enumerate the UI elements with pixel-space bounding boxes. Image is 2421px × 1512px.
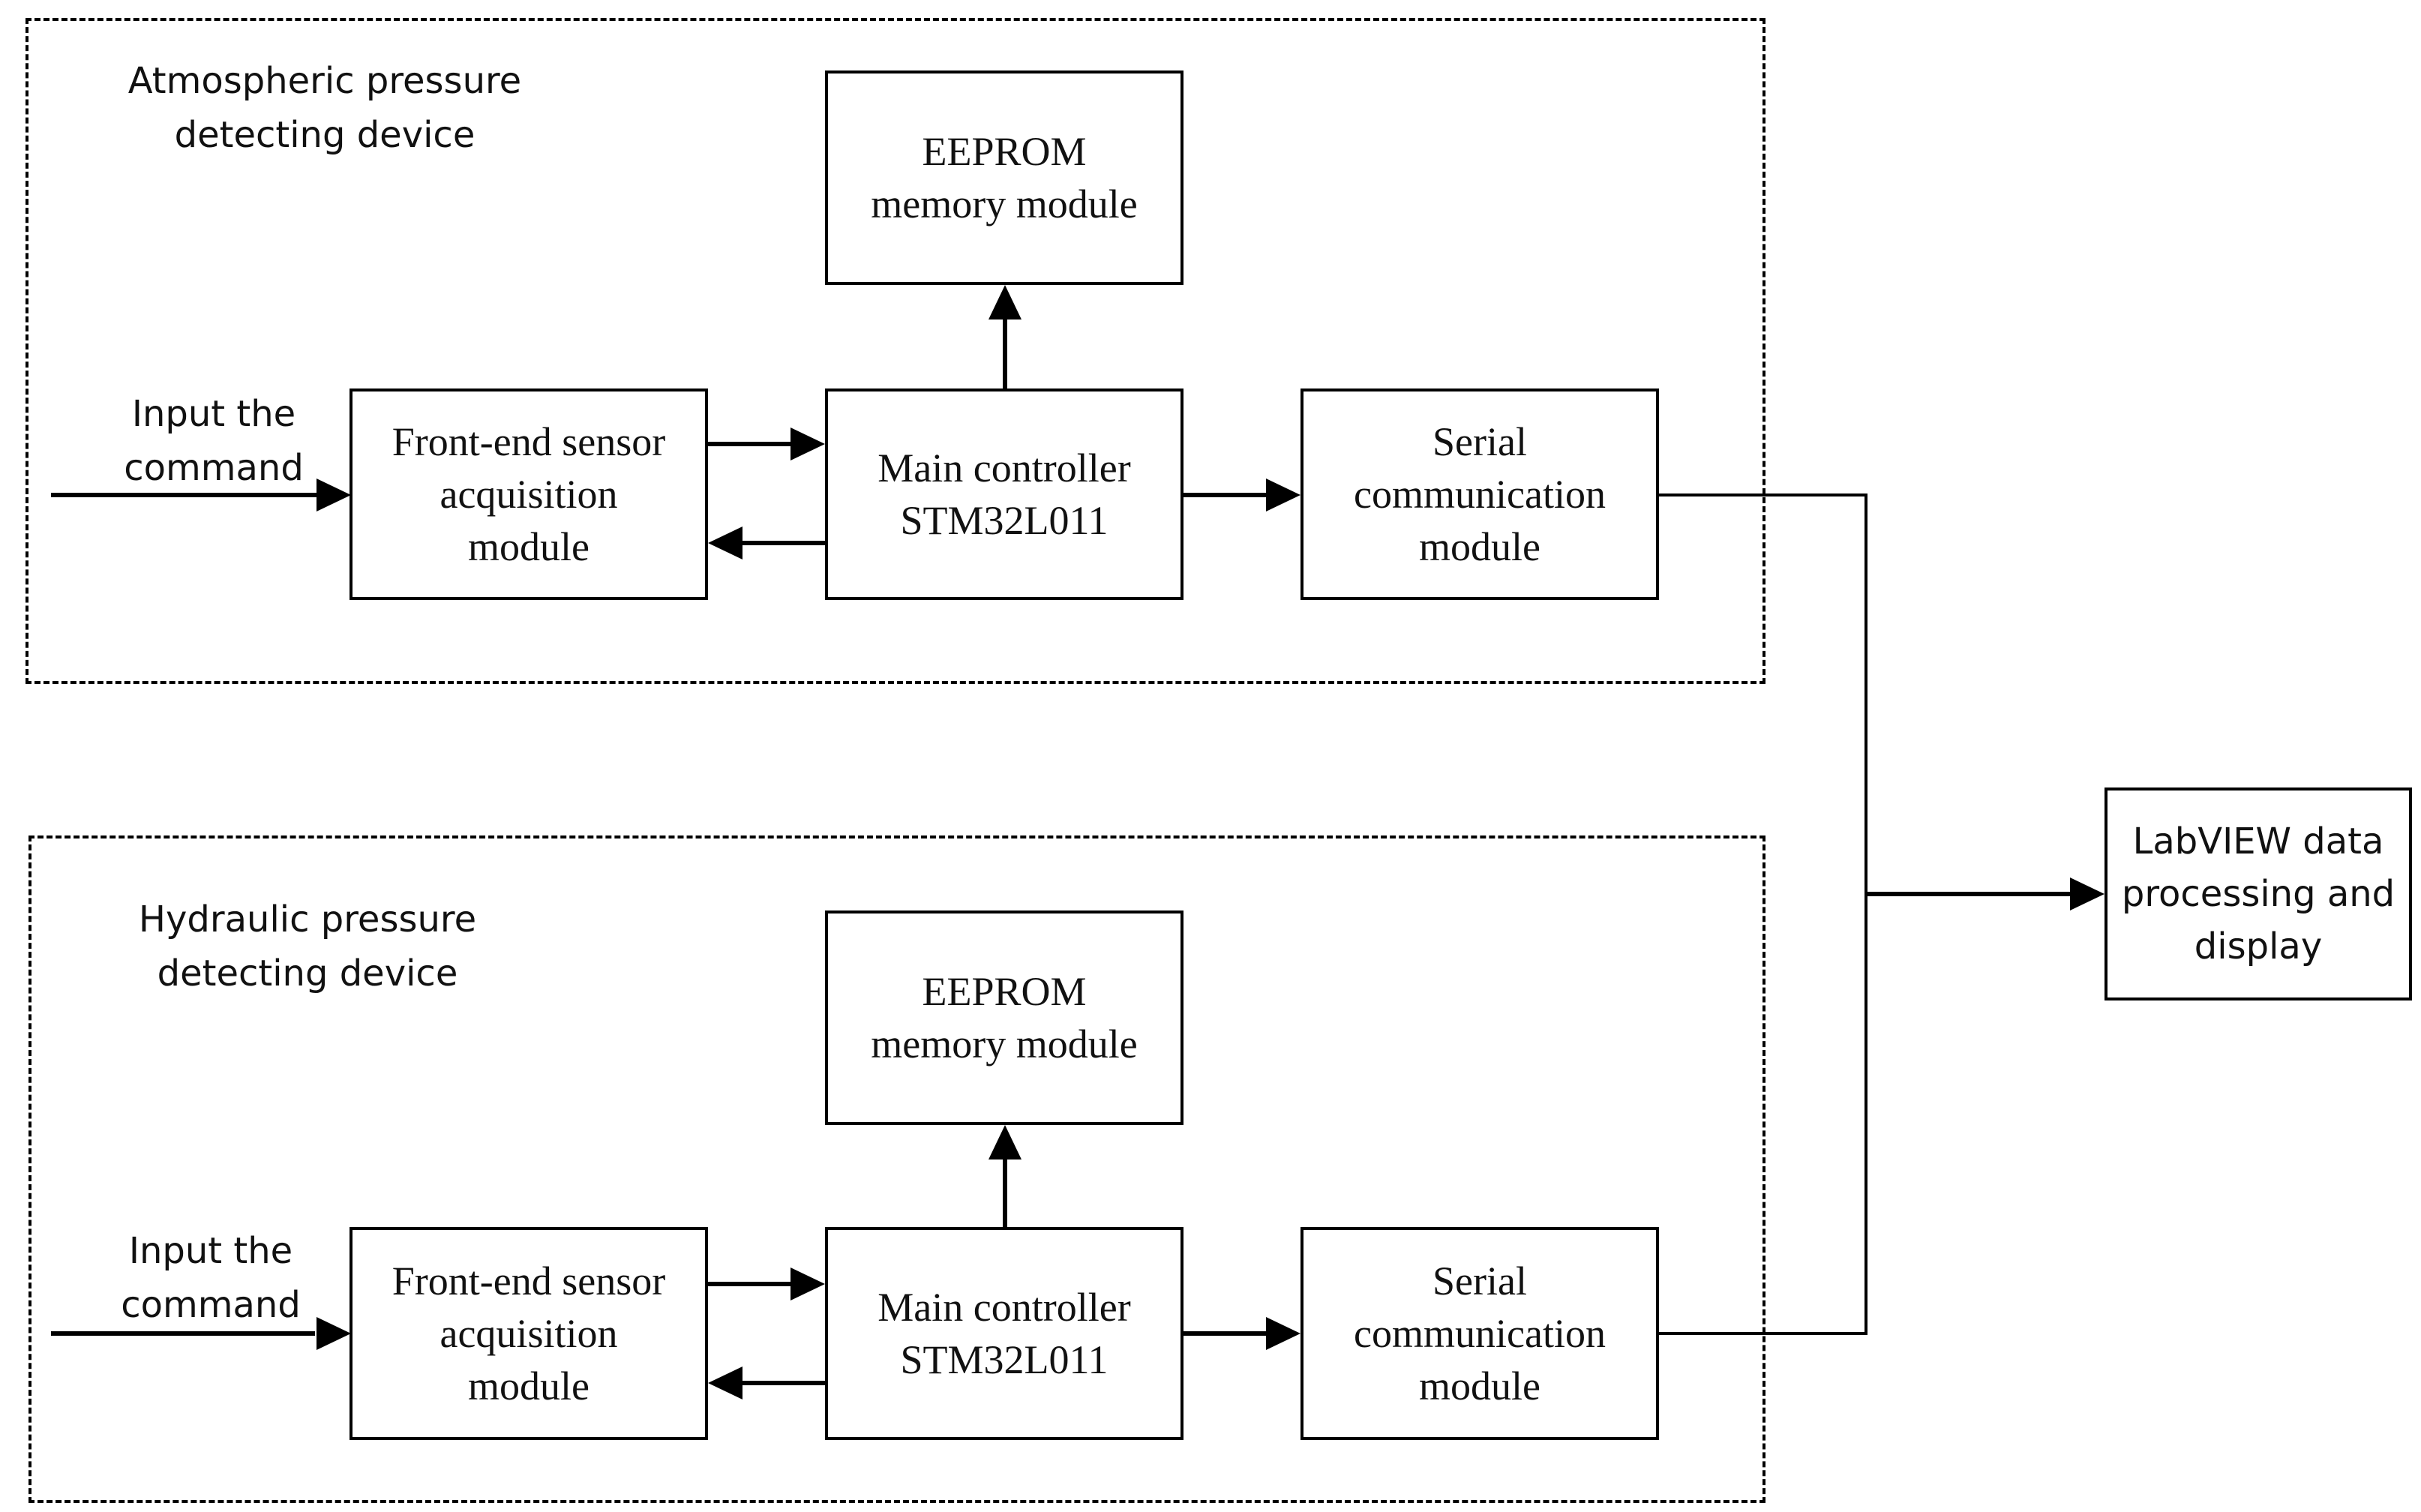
hydraulic-device-group [28, 836, 1766, 1503]
main-controller-2: Main controller STM32L011 [825, 1227, 1184, 1440]
front-end-sensor-module-1: Front-end sensor acquisition module [350, 388, 708, 600]
eeprom-memory-module-1: EEPROM memory module [825, 70, 1184, 285]
atmospheric-device-group [26, 18, 1766, 684]
input-command-label-2: Input the command [121, 1230, 301, 1326]
serial-communication-module-2: Serial communication module [1300, 1227, 1659, 1440]
main-controller-1: Main controller STM32L011 [825, 388, 1184, 600]
hydraulic-device-title: Hydraulic pressure detecting device [138, 898, 477, 994]
input-command-label-1: Input the command [124, 393, 304, 489]
serial-communication-module-1: Serial communication module [1300, 388, 1659, 600]
front-end-sensor-module-2: Front-end sensor acquisition module [350, 1227, 708, 1440]
labview-processing-display: LabVIEW data processing and display [2104, 788, 2412, 1000]
eeprom-memory-module-2: EEPROM memory module [825, 910, 1184, 1125]
atmospheric-device-title: Atmospheric pressure detecting device [128, 60, 522, 156]
